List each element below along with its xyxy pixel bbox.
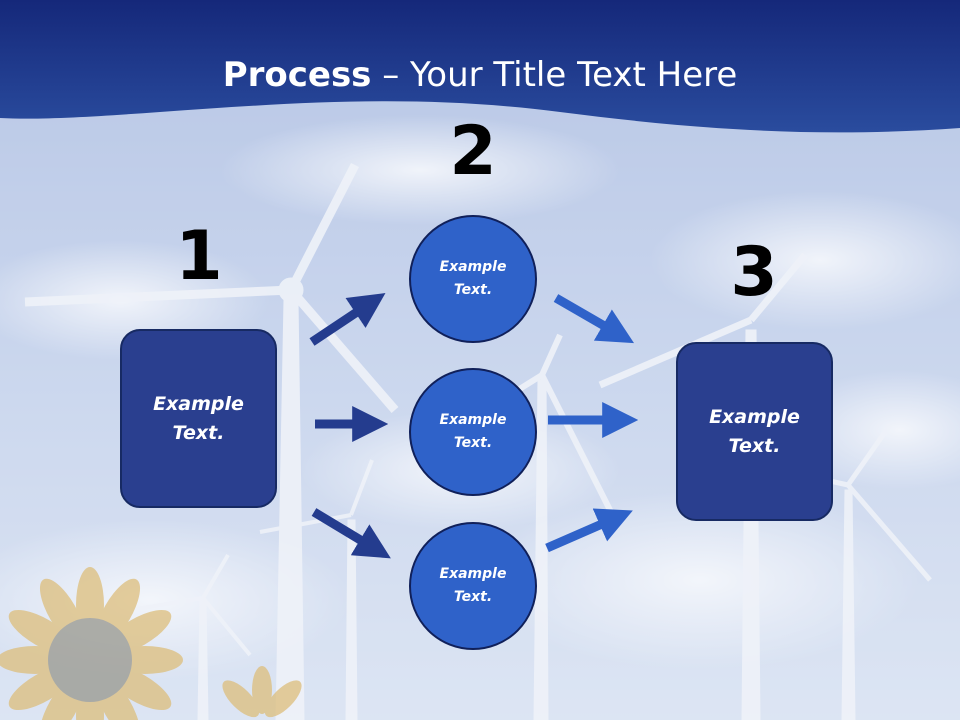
- step-2-circle-bottom: Example Text.: [409, 522, 537, 650]
- arrow-2a-to-3: [553, 294, 635, 344]
- step-1-number: 1: [175, 217, 223, 296]
- step-2-number: 2: [449, 112, 497, 191]
- header-band: [0, 0, 960, 133]
- step-1-box: Example Text.: [120, 329, 277, 508]
- step-3-text: Example Text.: [709, 405, 800, 457]
- arrow-1-to-2a: [309, 293, 386, 346]
- step-2-text-top: Example Text.: [439, 259, 507, 298]
- step-3-number: 3: [730, 233, 778, 312]
- arrow-1-to-2c: [311, 508, 391, 559]
- arrow-2c-to-3: [545, 508, 633, 553]
- title-rest: – Your Title Text Here: [371, 55, 738, 95]
- step-3-box: Example Text.: [676, 342, 833, 521]
- title-bold: Process: [222, 55, 372, 95]
- step-2-text-bottom: Example Text.: [439, 566, 507, 605]
- step-2-text-middle: Example Text.: [439, 412, 507, 451]
- step-2-circle-top: Example Text.: [409, 215, 537, 343]
- step-1-text: Example Text.: [153, 392, 244, 444]
- slide-title: Process – Your Title Text Here: [0, 54, 960, 96]
- step-2-circle-middle: Example Text.: [409, 368, 537, 496]
